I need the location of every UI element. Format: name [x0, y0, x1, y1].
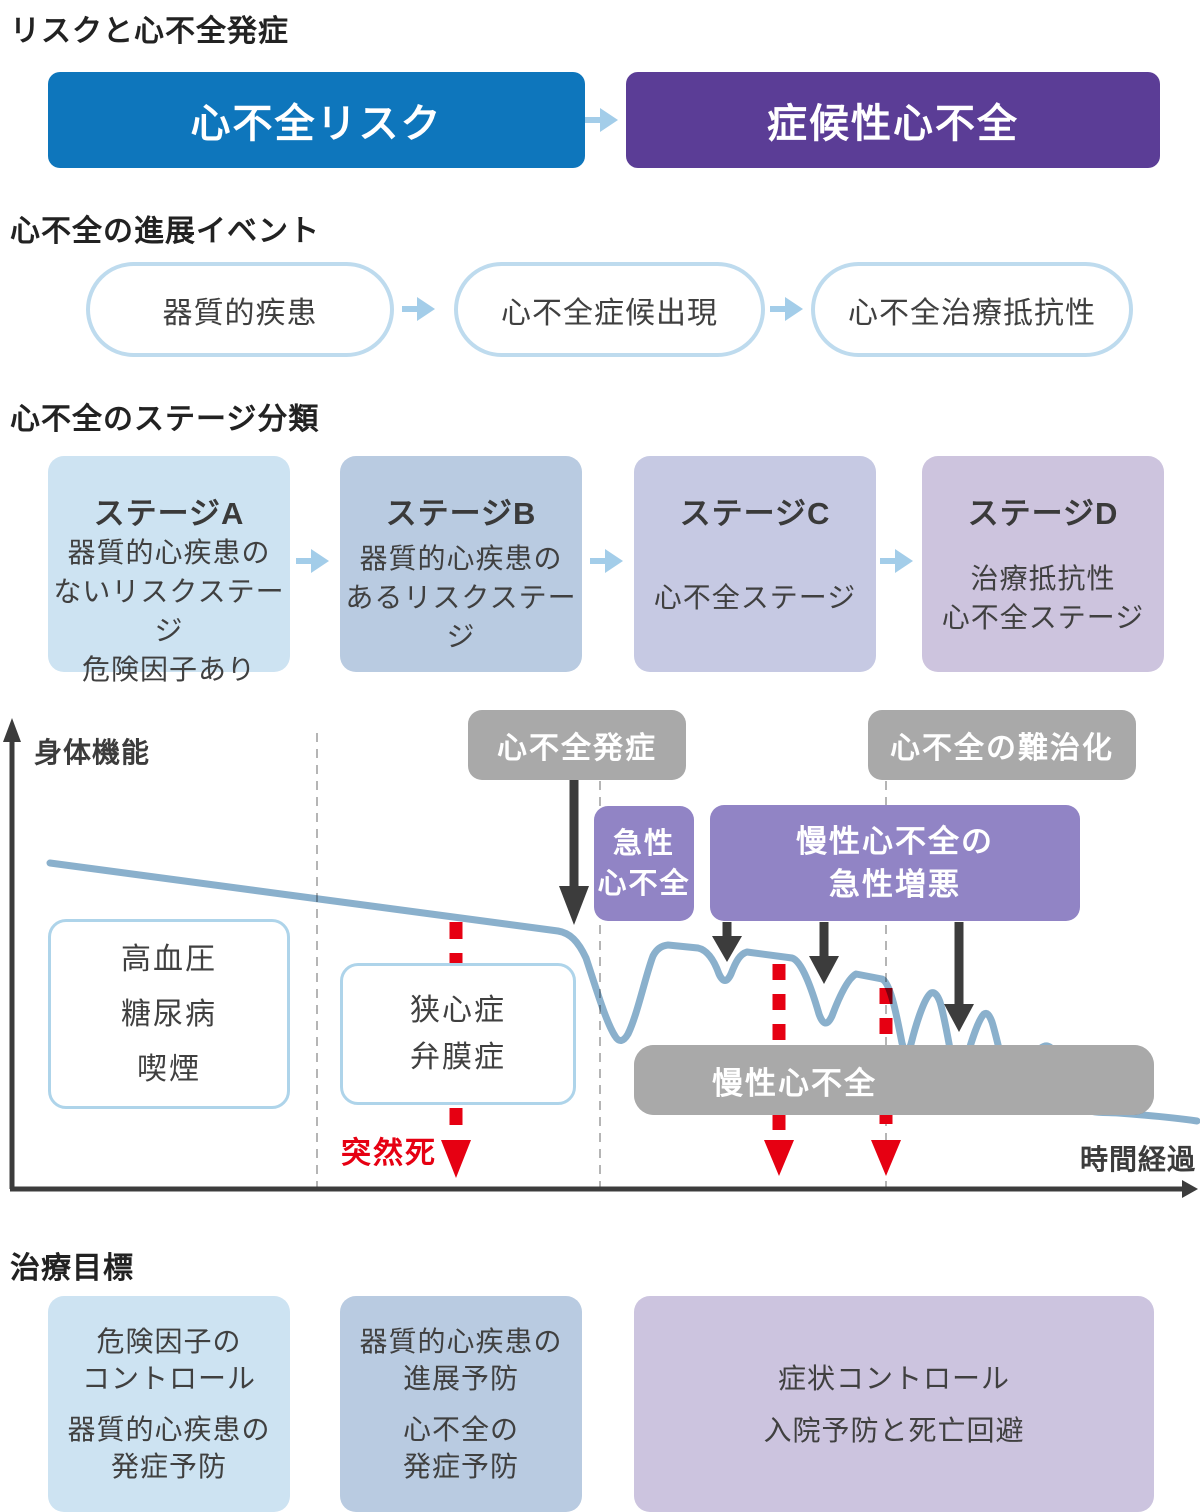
refractory-label-box: 心不全の難治化	[868, 710, 1136, 780]
event-pill-treatment-resistance: 心不全治療抵抗性	[811, 262, 1133, 357]
stage-c-body: 心不全ステージ	[653, 582, 857, 613]
right-arrow-icon	[402, 297, 435, 321]
goal-box-stage-cd: 症状コントロール 入院予防と死亡回避	[634, 1296, 1154, 1512]
stage-d-heading: ステージD	[967, 496, 1119, 531]
section-title-risk: リスクと心不全発症	[10, 15, 289, 48]
section-title-stages: 心不全のステージ分類	[10, 403, 320, 436]
organic-disease-box: 狭心症 弁膜症	[340, 963, 576, 1105]
section-title-goals: 治療目標	[10, 1252, 134, 1285]
goal-text: 入院予防と死亡回避	[763, 1414, 1025, 1446]
goal-box-stage-a: 危険因子の コントロール 器質的心疾患の 発症予防	[48, 1296, 290, 1512]
y-axis-label: 身体機能	[34, 737, 151, 768]
stage-a-heading: ステージA	[93, 496, 245, 531]
risk-header-box: 心不全リスク	[48, 72, 585, 168]
y-axis-arrow-icon	[3, 718, 21, 742]
symptomatic-header-box: 症候性心不全	[626, 72, 1160, 168]
exacerbation-label-box: 慢性心不全の 急性増悪	[710, 805, 1080, 921]
stage-d-body: 治療抵抗性 心不全ステージ	[941, 562, 1145, 633]
right-arrow-icon	[770, 297, 803, 321]
chronic-hf-label: 慢性心不全	[634, 1045, 1154, 1115]
stage-a-body: 器質的心疾患の ないリスクステージ 危険因子あり	[53, 537, 285, 685]
stage-c-heading: ステージC	[679, 496, 831, 531]
goal-text: 器質的心疾患の 発症予防	[67, 1414, 271, 1482]
exacerbation-down-arrow-2	[809, 922, 839, 984]
stage-a-box: ステージA 器質的心疾患の ないリスクステージ 危険因子あり	[48, 456, 290, 685]
event-pill-organic-disease: 器質的疾患	[86, 262, 394, 357]
right-arrow-icon	[880, 549, 913, 573]
onset-label-box: 心不全発症	[468, 710, 686, 780]
exacerbation-down-arrow-3	[944, 922, 974, 1032]
x-axis-label: 時間経過	[1080, 1144, 1197, 1175]
section-title-events: 心不全の進展イベント	[10, 215, 320, 248]
sudden-death-label: 突然死	[341, 1137, 437, 1170]
stage-d-box: ステージD 治療抵抗性 心不全ステージ	[922, 456, 1164, 672]
stage-b-body: 器質的心疾患の あるリスクステージ	[345, 543, 577, 652]
x-axis-arrow-icon	[1182, 1180, 1198, 1198]
right-arrow-icon	[296, 549, 329, 573]
goal-text: 危険因子の コントロール	[81, 1326, 256, 1394]
chart-axes	[3, 718, 1198, 1198]
right-arrow-icon	[585, 108, 618, 132]
sudden-death-arrow-2	[764, 964, 794, 1176]
stage-c-box: ステージC 心不全ステージ	[634, 456, 876, 672]
exacerbation-down-arrow-1	[712, 922, 742, 962]
right-arrow-icon	[590, 549, 623, 573]
event-pill-symptom-appearance: 心不全症候出現	[454, 262, 765, 357]
acute-hf-label-box: 急性 心不全	[594, 806, 694, 921]
goal-text: 症状コントロール	[777, 1362, 1010, 1394]
goal-box-stage-b: 器質的心疾患の 進展予防 心不全の 発症予防	[340, 1296, 582, 1512]
stage-b-heading: ステージB	[385, 496, 537, 531]
onset-down-arrow	[559, 778, 589, 925]
goal-text: 器質的心疾患の 進展予防	[359, 1326, 563, 1394]
risk-factors-box: 高血圧 糖尿病 喫煙	[48, 919, 290, 1109]
goal-text: 心不全の 発症予防	[402, 1414, 519, 1482]
stage-b-box: ステージB 器質的心疾患の あるリスクステージ	[340, 456, 582, 672]
